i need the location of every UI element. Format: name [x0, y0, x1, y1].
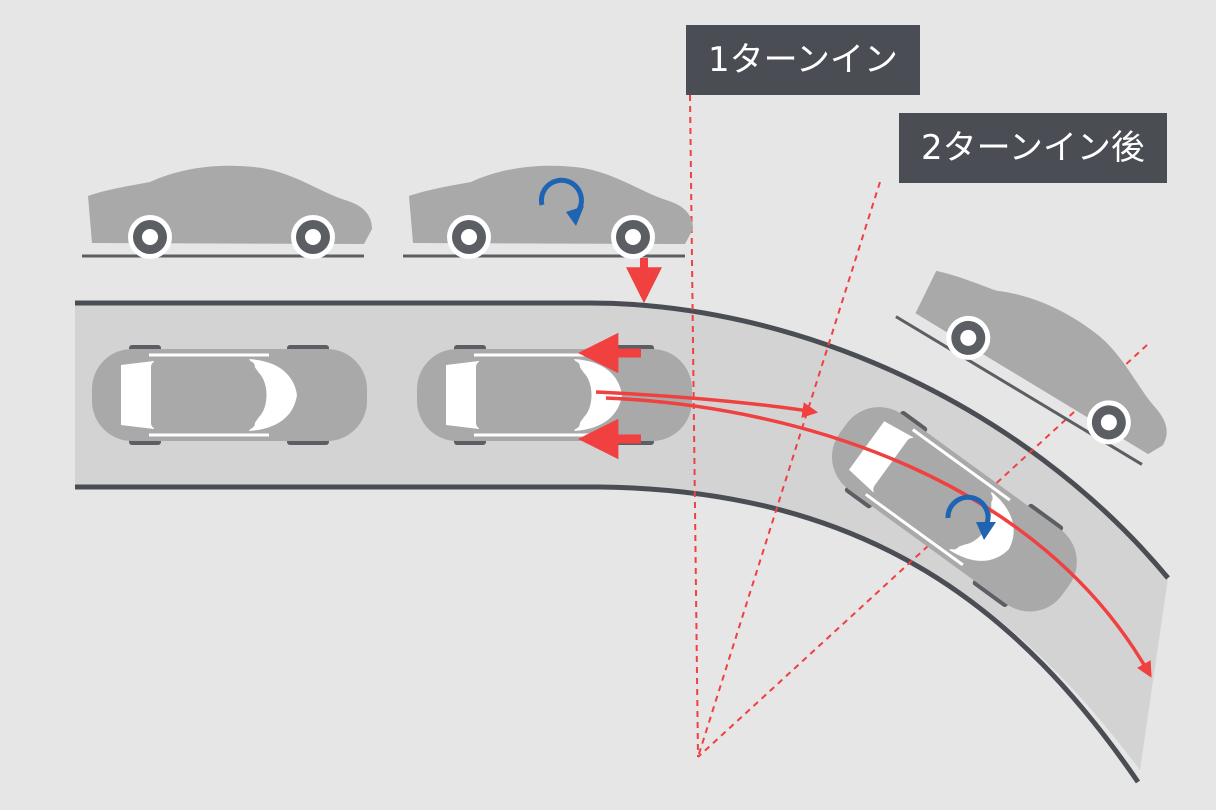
turn-in-guide-lines — [689, 94, 1148, 758]
rotation-arrow-icon — [538, 177, 584, 216]
turn-in-line-1 — [689, 94, 699, 758]
side-view-car-2 — [403, 165, 693, 259]
trajectory-arrow-long-icon — [605, 396, 1152, 678]
side-view-car-1 — [82, 165, 372, 259]
side-view-car-3 — [895, 270, 1167, 466]
turn-in-line-2 — [697, 181, 881, 758]
trajectory-arrow-icon — [595, 390, 819, 418]
rotation-arrow-icon-2 — [945, 494, 991, 528]
turn-in-label-2: 2ターンイン後 — [899, 113, 1167, 183]
rotation-arrow-head-icon-2 — [976, 522, 996, 540]
top-view-car-2 — [417, 345, 692, 445]
top-view-car-1 — [92, 345, 367, 445]
road-edge-outer — [75, 300, 1170, 580]
turn-in-label-1: 1ターンイン — [686, 25, 920, 95]
turn-in-line-3 — [697, 344, 1148, 758]
rotation-arrow-head-icon — [566, 206, 584, 226]
road-edge-inner — [75, 484, 1141, 784]
